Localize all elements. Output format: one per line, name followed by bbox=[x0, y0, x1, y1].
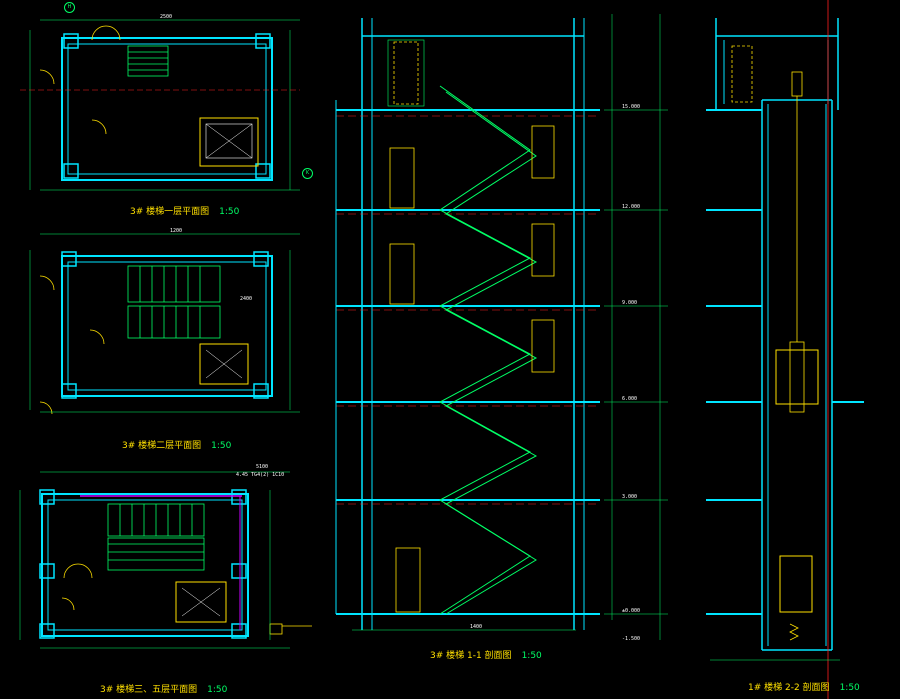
plan-1-title: 3# 楼梯一层平面图 bbox=[130, 207, 210, 217]
plan-step-dimension: 2400 bbox=[240, 296, 253, 302]
level-marker-2: 12.000 bbox=[622, 204, 641, 210]
level-marker-7: -1.500 bbox=[622, 636, 641, 642]
level-marker-3: 9.000 bbox=[622, 300, 638, 306]
section-1-scale: 1:50 bbox=[521, 651, 542, 661]
section-1-title: 3# 楼梯 1-1 剖面图 bbox=[430, 651, 512, 661]
section-2-caption: 1# 楼梯 2-2 剖面图 1:50 bbox=[748, 680, 860, 693]
plan-1-scale: 1:50 bbox=[219, 207, 240, 217]
plan-3-scale: 1:50 bbox=[207, 685, 228, 695]
plan-3-title: 3# 楼梯三、五层平面图 bbox=[100, 685, 198, 695]
section-2-title: 1# 楼梯 2-2 剖面图 bbox=[748, 683, 830, 693]
plan-2-scale: 1:50 bbox=[211, 441, 232, 451]
level-marker-6: ±0.000 bbox=[622, 608, 641, 614]
section-2-2 bbox=[706, 0, 864, 699]
axis-bubble-k: K bbox=[302, 168, 313, 179]
plan-top-dimension: 2500 bbox=[160, 14, 173, 20]
plan-landing-dimension: 1400 bbox=[470, 624, 483, 630]
plan-2-title: 3# 楼梯二层平面图 bbox=[122, 441, 202, 451]
level-marker-5: 3.000 bbox=[622, 494, 638, 500]
level-marker-1: 15.000 bbox=[622, 104, 641, 110]
section-1-1 bbox=[335, 14, 668, 640]
plan-second-floor bbox=[29, 233, 300, 415]
plan-third-fifth-floor bbox=[19, 471, 312, 649]
section-2-scale: 1:50 bbox=[839, 683, 860, 693]
plan-side-dimension: 5100 bbox=[256, 464, 269, 470]
section-1-caption: 3# 楼梯 1-1 剖面图 1:50 bbox=[430, 648, 542, 661]
plan-beam-note: 4.45 TG4(2) 1C10 bbox=[236, 472, 285, 478]
axis-bubble-h: H bbox=[64, 2, 75, 13]
plan-first-floor bbox=[20, 19, 300, 191]
plan-3-caption: 3# 楼梯三、五层平面图 1:50 bbox=[100, 682, 227, 695]
plan-2-caption: 3# 楼梯二层平面图 1:50 bbox=[122, 438, 231, 451]
plan-mid-dimension: 1200 bbox=[170, 228, 183, 234]
plan-1-caption: 3# 楼梯一层平面图 1:50 bbox=[130, 204, 239, 217]
level-marker-4: 6.000 bbox=[622, 396, 638, 402]
